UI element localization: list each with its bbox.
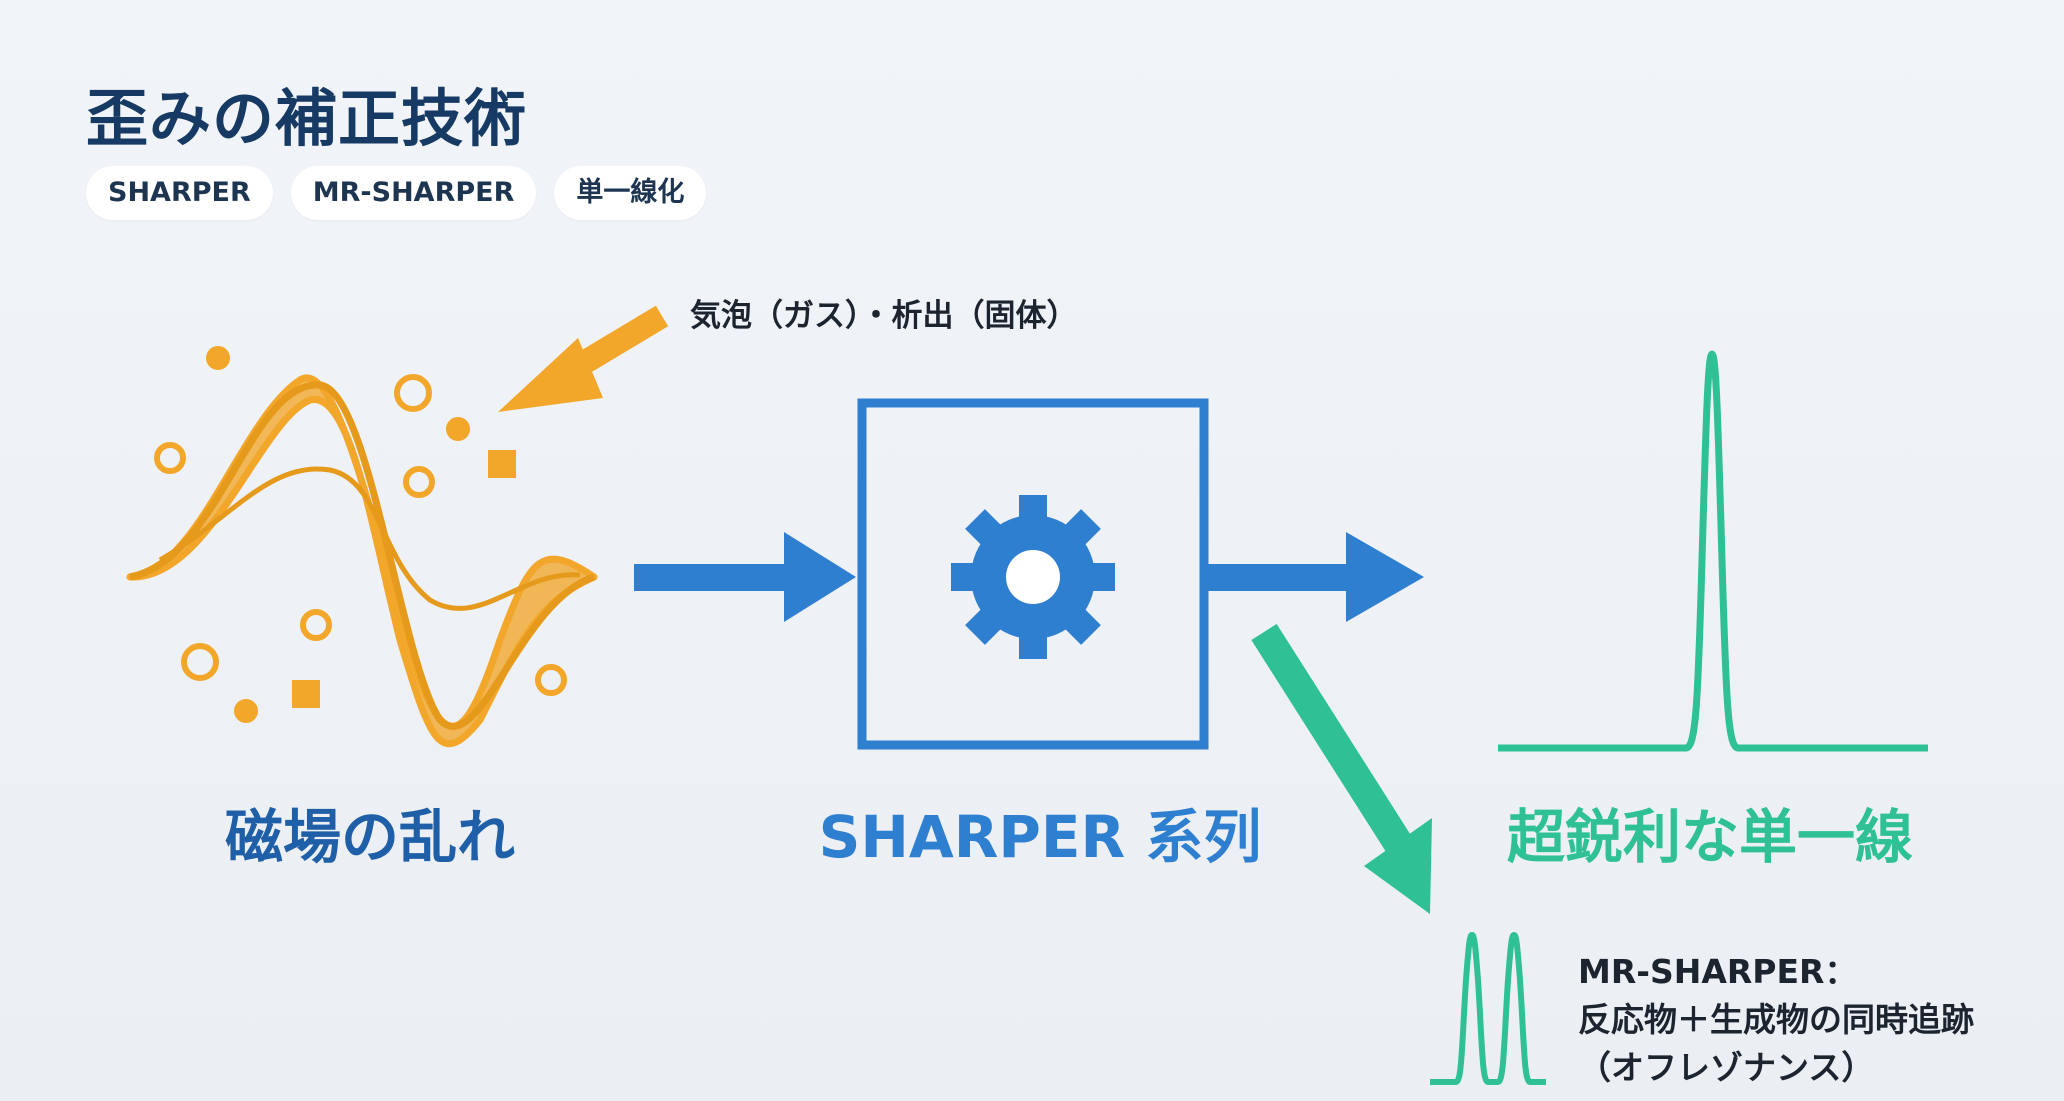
sharper-processor-box [857,398,1209,750]
page-title: 歪みの補正技術 [86,82,528,155]
tag-sharper: SHARPER [86,166,273,220]
bubble-particles-icon [154,346,567,723]
label-sharper-series: SHARPER 系列 [818,803,1262,871]
tag-single-line: 単一線化 [554,166,707,220]
annotation-arrow [498,305,669,412]
mr-sharper-line-2: 反応物＋生成物の同時追跡 [1578,1000,1974,1039]
mr-sharper-line-3: （オフレゾナンス） [1578,1048,1875,1087]
output-arrow [1208,532,1424,622]
distorted-wave-icon [126,374,598,748]
bubbles-annotation: 気泡（ガス）・析出（固体） [690,298,1078,334]
input-arrow [634,532,856,622]
gear-icon [951,495,1115,659]
tag-mr-sharper: MR-SHARPER [290,166,537,220]
single-peak-spectrum [1498,350,1928,752]
double-peak-spectrum [1430,932,1546,1085]
mr-sharper-arrow [1251,623,1432,914]
label-single-line: 超鋭利な単一線 [1506,803,1913,871]
tag-list: SHARPER MR-SHARPER 単一線化 [86,166,707,220]
label-field-disturbance: 磁場の乱れ [224,803,515,871]
mr-sharper-description: MR-SHARPER： 反応物＋生成物の同時追跡 （オフレゾナンス） [1578,948,1974,1092]
mr-sharper-line-1: MR-SHARPER： [1578,952,1858,991]
